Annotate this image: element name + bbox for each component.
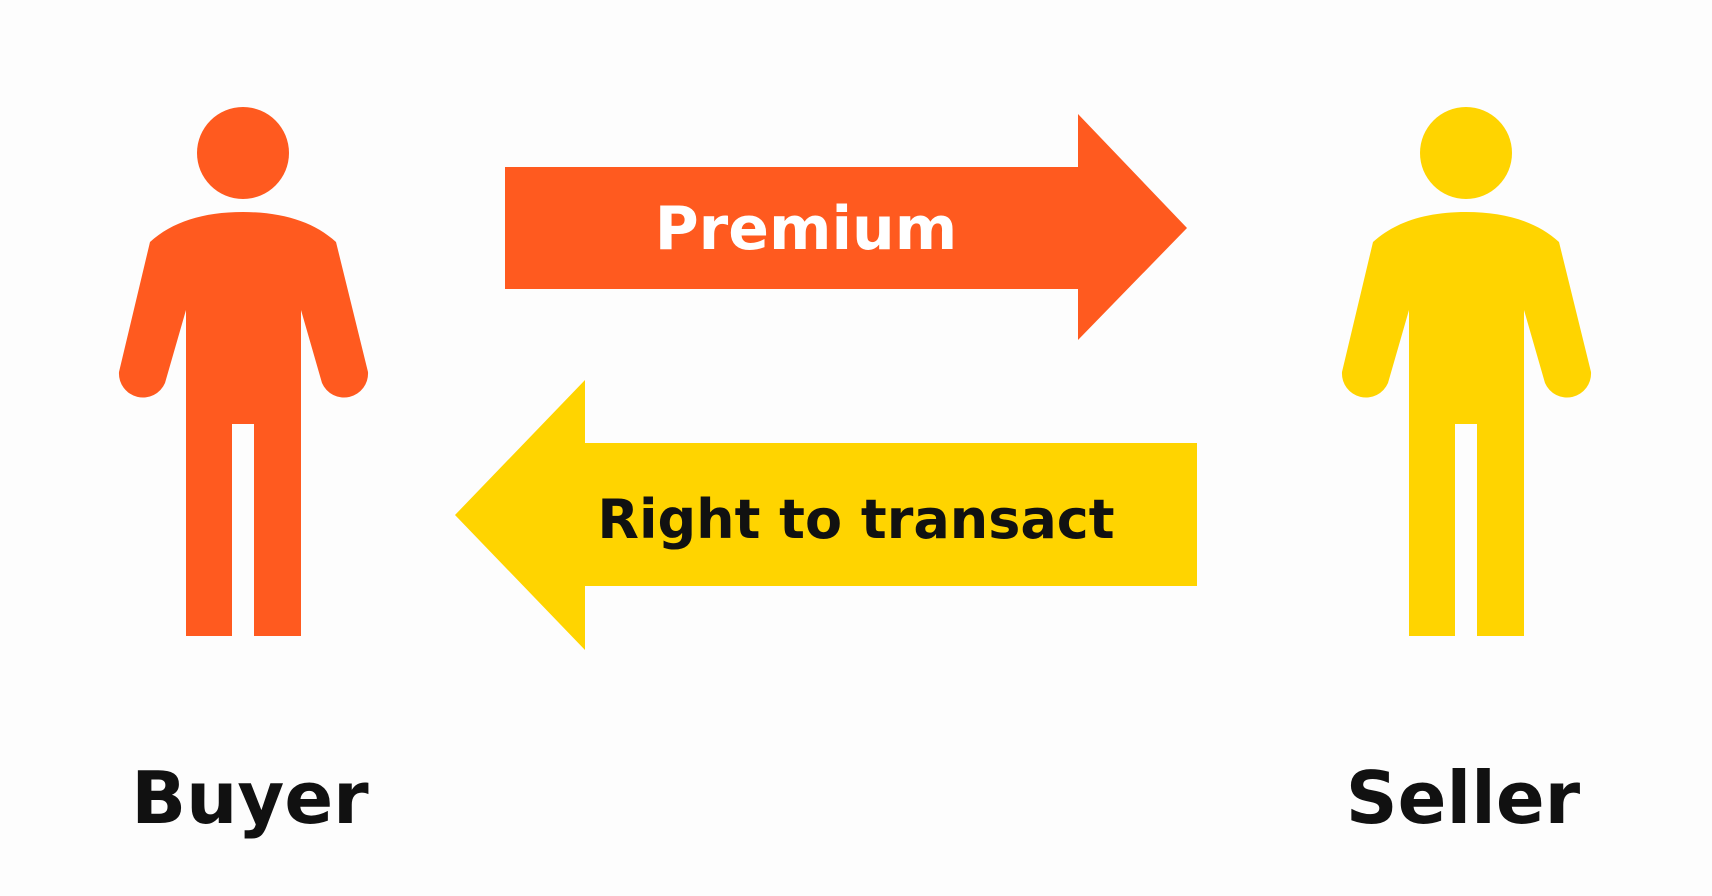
buyer-person-icon — [118, 107, 369, 636]
buyer-label: Buyer — [131, 756, 369, 840]
buyer-head — [197, 107, 289, 199]
arrow-left-icon — [455, 380, 1197, 650]
right-to-transact-label: Right to transact — [597, 488, 1114, 551]
premium-arrow: Premium — [505, 114, 1187, 340]
premium-label: Premium — [655, 194, 958, 264]
seller-body — [1341, 212, 1592, 636]
buyer-body — [118, 212, 369, 636]
seller-label: Seller — [1346, 756, 1581, 840]
seller-person-icon — [1341, 107, 1592, 636]
right-to-transact-arrow: Right to transact — [455, 380, 1197, 650]
arrow-right-icon — [505, 114, 1187, 340]
seller-head — [1420, 107, 1512, 199]
